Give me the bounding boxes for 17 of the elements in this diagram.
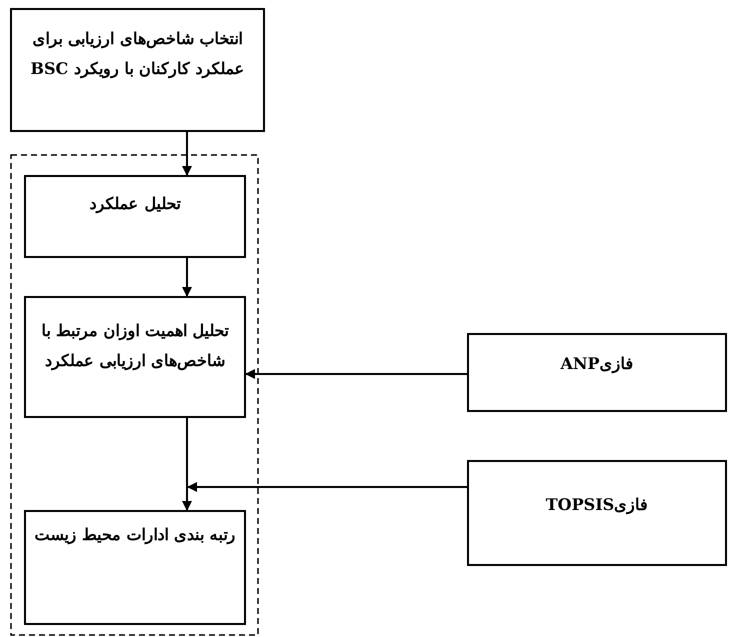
box-text: تحلیل عملکرد xyxy=(88,193,182,216)
process-box xyxy=(10,8,265,132)
box-text: فازیANP xyxy=(559,353,635,376)
arrow xyxy=(187,482,467,492)
box-text: تحلیل اهمیت اوزان مرتبط با شاخص‌های ارزیابی عملکرد xyxy=(40,320,230,372)
arrow xyxy=(182,258,192,297)
process-box xyxy=(24,296,246,418)
arrow xyxy=(182,418,192,511)
process-box xyxy=(24,175,246,258)
process-box xyxy=(24,510,246,625)
box-text: رتبه بندی ادارات محیط زیست xyxy=(33,524,237,546)
arrow xyxy=(182,132,192,176)
box-text: فازیTOPSIS xyxy=(544,494,650,516)
process-box xyxy=(467,333,727,412)
box-text: انتخاب شاخص‌های ارزیابی برای عملکرد کارکنان با رویکرد BSC xyxy=(29,28,246,80)
arrow xyxy=(245,369,467,379)
process-box xyxy=(467,460,727,566)
